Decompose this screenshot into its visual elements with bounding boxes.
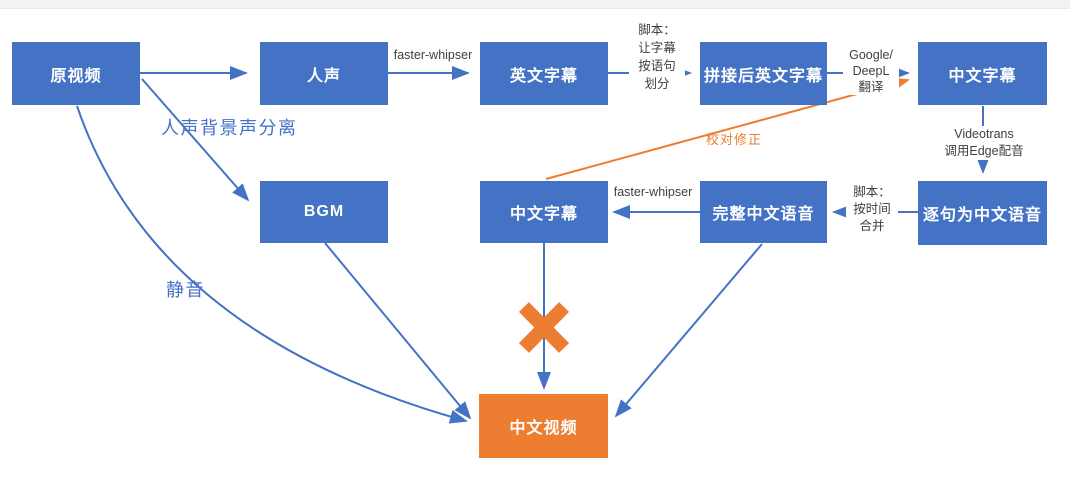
node-original-video-label: 原视频: [50, 67, 102, 85]
cross-mark-icon: [518, 302, 570, 353]
node-chinese-subtitles-top: 中文字幕: [918, 42, 1047, 105]
edge-label-split-script-line4: 划分: [644, 77, 670, 91]
node-chinese-subtitles-mid: 中文字幕: [480, 181, 608, 243]
edge-label-translate-line1: Google/: [849, 48, 893, 62]
edge-label-merge-script-line3: 合并: [859, 219, 885, 233]
node-chinese-video-label: 中文视频: [509, 420, 578, 437]
top-strip: [0, 0, 1070, 9]
edge-label-split-script-line2: 让字幕: [638, 41, 676, 55]
edge-label-split-script-line3: 按语句: [638, 59, 676, 73]
node-english-subtitles-label: 英文字幕: [509, 67, 578, 85]
edge-label-videotrans-line1: Videotrans: [954, 127, 1014, 141]
edge-label-split-script-line1: 脚本：: [638, 23, 676, 37]
edge-label-split-script: 脚本： 让字幕 按语句 划分: [629, 21, 685, 93]
node-bgm-label: BGM: [303, 203, 345, 220]
edge-label-voice-bgm-separation: 人声背景声分离: [161, 118, 298, 138]
node-original-video: 原视频: [12, 42, 140, 105]
edge-label-faster-whipser-mid: faster-whipser: [613, 185, 693, 199]
node-per-sentence-chinese-audio-label: 逐句为中文语音: [922, 207, 1042, 224]
node-voice-label: 人声: [306, 67, 341, 85]
edge-label-videotrans-line2: 调用Edge配音: [944, 144, 1024, 158]
edge-label-merge-script: 脚本： 按时间 合并: [846, 184, 898, 235]
edge-label-merge-script-line2: 按时间: [853, 202, 891, 216]
edge-label-proofread: 校对修正: [706, 132, 763, 147]
edge-label-mute: 静音: [166, 280, 205, 300]
node-chinese-video: 中文视频: [479, 394, 608, 458]
edge-label-videotrans: Videotrans 调用Edge配音: [938, 126, 1030, 160]
edge-label-translate: Google/ DeepL 翻译: [843, 47, 899, 95]
node-chinese-subtitles-top-label: 中文字幕: [948, 67, 1017, 85]
node-full-chinese-audio-label: 完整中文语音: [712, 206, 815, 223]
node-bgm: BGM: [260, 181, 388, 243]
node-voice: 人声: [260, 42, 388, 105]
edge-label-translate-line2: DeepL: [852, 64, 890, 78]
node-full-chinese-audio: 完整中文语音: [700, 181, 827, 243]
arrow-original-video-to-bgm: [141, 78, 250, 202]
node-per-sentence-chinese-audio: 逐句为中文语音: [918, 181, 1047, 245]
edge-label-merge-script-line1: 脚本：: [853, 185, 891, 199]
node-chinese-subtitles-mid-label: 中文字幕: [509, 206, 578, 223]
arrow-original-video-to-chinese-video: [76, 105, 468, 424]
node-merged-english-subtitles-label: 拼接后英文字幕: [703, 67, 823, 85]
arrow-bgm-to-chinese-video: [324, 242, 472, 420]
arrow-full-audio-to-chinese-video: [614, 243, 763, 418]
edge-label-faster-whipser-top: faster-whipser: [393, 48, 473, 62]
arrow-proofread-correction: [545, 77, 910, 180]
edge-label-translate-line3: 翻译: [858, 80, 884, 94]
node-merged-english-subtitles: 拼接后英文字幕: [700, 42, 827, 105]
node-english-subtitles: 英文字幕: [480, 42, 608, 105]
